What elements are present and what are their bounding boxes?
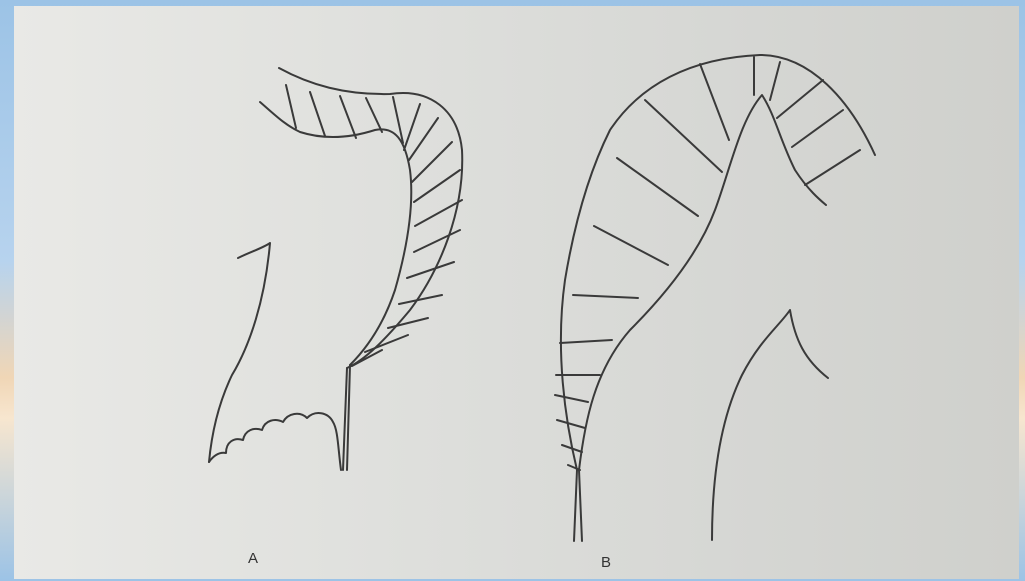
panel-a-ribbon-outer [279, 68, 462, 368]
panel-b-ribbon-inner [579, 95, 826, 470]
panel-a-scallops [209, 413, 341, 470]
panel-a-rungs [286, 85, 462, 366]
panel-a-ribbon-inner [260, 102, 411, 365]
panel-b-label: B [601, 554, 611, 571]
panel-b-rungs [555, 57, 860, 470]
panel-b-ribbon-outer [561, 55, 875, 470]
panel-b-right-flap [712, 310, 828, 540]
panel-a-label: A [248, 550, 258, 567]
panel-b-stem [574, 470, 582, 541]
panel-a-stem [343, 365, 350, 470]
